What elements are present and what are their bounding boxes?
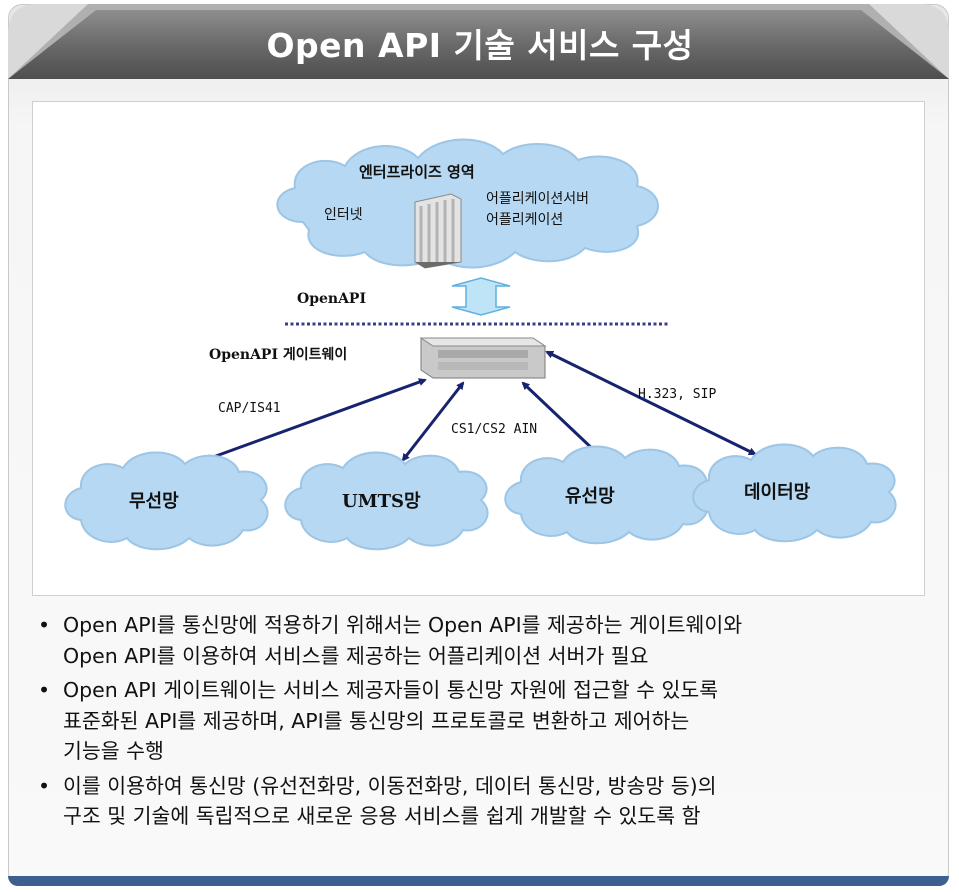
gateway-label: OpenAPI 게이트웨이 [209, 346, 347, 363]
arrow-umts [401, 381, 465, 462]
wired-cloud [504, 445, 709, 545]
umts-label: UMTS망 [342, 491, 421, 512]
bullet-line: Open API를 통신망에 적용하기 위해서는 Open API를 제공하는 … [63, 613, 743, 637]
gateway-server-icon [419, 337, 547, 379]
app-server-label: 어플리케이션서버 [486, 191, 589, 207]
wired-label: 유선망 [565, 486, 615, 507]
arrow-data [545, 350, 757, 456]
bullet-line: Open API를 이용하여 서비스를 제공하는 어플리케이션 서버가 필요 [63, 643, 649, 668]
cap-link-label: CAP/IS41 [218, 401, 281, 416]
server-rack-icon [414, 193, 462, 269]
page-title: Open API 기술 서비스 구성 [266, 26, 694, 65]
bullet-item: • Open API를 통신망에 적용하기 위해서는 Open API를 제공하… [36, 610, 916, 671]
application-label: 어플리케이션 [486, 212, 563, 228]
enterprise-cloud [276, 138, 659, 269]
cs-link-label: CS1/CS2 AIN [451, 422, 537, 437]
bullet-dot: • [38, 678, 51, 702]
data-network-label: 데이터망 [744, 482, 811, 503]
wireless-cloud [64, 451, 269, 551]
bullet-line: 구조 및 기술에 독립적으로 새로운 응용 서비스를 쉽게 개발할 수 있도록 … [63, 804, 701, 828]
bullet-line: 표준화된 API를 제공하며, API를 통신망의 프로토콜로 변환하고 제어하… [63, 708, 690, 733]
openapi-architecture-diagram: 엔터프라이즈 영역 인터넷 어플리케이션서버 어플리케이션 OpenAPI [64, 138, 897, 551]
footer-bar [8, 876, 949, 886]
umts-cloud [284, 451, 489, 551]
header-band [8, 4, 949, 79]
bullet-item: • Open API 게이트웨이는 서비스 제공자들이 통신망 자원에 접근할 … [36, 675, 916, 767]
bullet-dot: • [38, 613, 51, 637]
wireless-label: 무선망 [129, 491, 179, 512]
h323-link-label: H.323, SIP [638, 387, 716, 402]
openapi-label: OpenAPI [297, 291, 366, 307]
arrow-wired [521, 381, 600, 456]
openapi-double-arrow [451, 277, 511, 316]
enterprise-title: 엔터프라이즈 영역 [359, 163, 475, 181]
arrow-cap [203, 378, 427, 462]
bullet-dot: • [38, 773, 51, 798]
internet-label: 인터넷 [324, 207, 363, 223]
bullet-line: Open API 게이트웨이는 서비스 제공자들이 통신망 자원에 접근할 수 … [63, 678, 719, 702]
bullet-item: • 이를 이용하여 통신망 (유선전화망, 이동전화망, 데이터 통신망, 방송… [36, 771, 916, 832]
description-list: • Open API를 통신망에 적용하기 위해서는 Open API를 제공하… [36, 610, 916, 836]
bullet-line: 이를 이용하여 통신망 (유선전화망, 이동전화망, 데이터 통신망, 방송망 … [63, 773, 717, 798]
bullet-line: 기능을 수행 [63, 739, 164, 763]
diagram-panel: 엔터프라이즈 영역 인터넷 어플리케이션서버 어플리케이션 OpenAPI [32, 101, 925, 596]
data-cloud [692, 443, 897, 543]
